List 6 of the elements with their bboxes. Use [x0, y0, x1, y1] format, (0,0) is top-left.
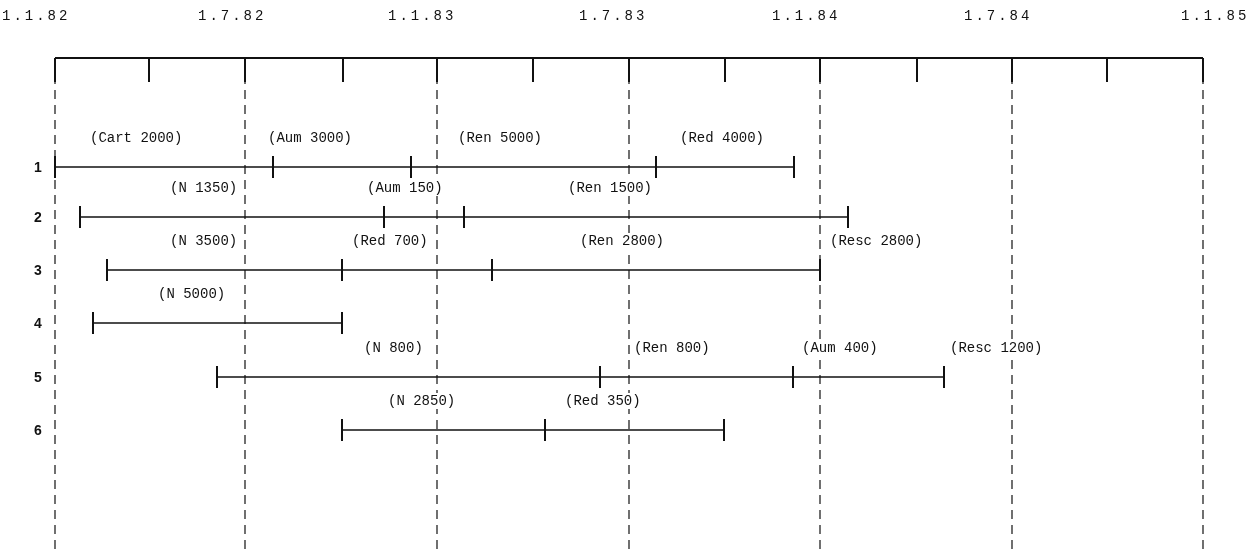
row-number: 6: [32, 422, 44, 438]
row-number: 4: [32, 315, 44, 331]
row-number: 3: [32, 262, 44, 278]
row-number: 1: [32, 159, 44, 175]
row-number: 2: [32, 209, 44, 225]
row-number: 5: [32, 369, 44, 385]
